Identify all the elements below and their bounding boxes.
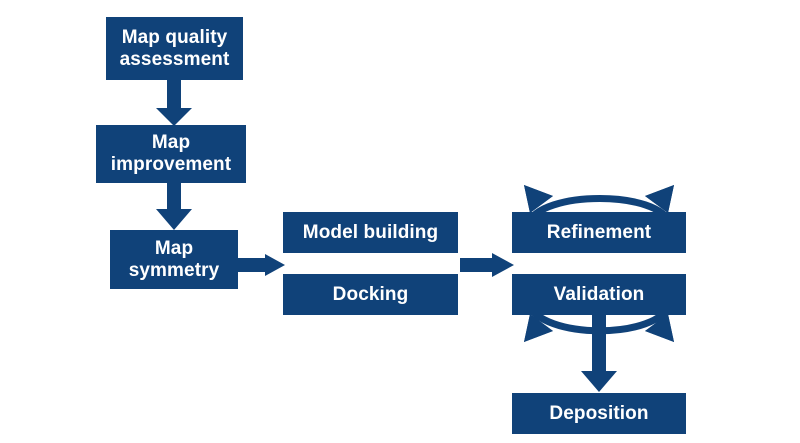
arrow-model-docking-to-refine-validate — [460, 253, 514, 277]
node-docking[interactable]: Docking — [283, 274, 458, 315]
node-label: Deposition — [549, 402, 649, 424]
node-label: Map symmetry — [128, 237, 220, 281]
node-label: Validation — [553, 283, 645, 305]
node-model-building[interactable]: Model building — [283, 212, 458, 253]
arrow-map-quality-to-map-improvement — [156, 80, 192, 126]
node-label: Map quality assessment — [119, 26, 230, 70]
node-label: Docking — [332, 283, 409, 305]
node-map-improvement[interactable]: Map improvement — [96, 125, 246, 183]
arrow-map-symmetry-to-model-docking — [238, 254, 285, 276]
node-map-quality-assessment[interactable]: Map quality assessment — [106, 17, 243, 80]
node-map-symmetry[interactable]: Map symmetry — [110, 230, 238, 289]
node-validation[interactable]: Validation — [512, 274, 686, 315]
node-label: Model building — [302, 221, 439, 243]
arrow-map-improvement-to-map-symmetry — [156, 183, 192, 230]
node-refinement[interactable]: Refinement — [512, 212, 686, 253]
node-label: Map improvement — [110, 132, 232, 175]
node-label: Refinement — [546, 221, 652, 243]
node-deposition[interactable]: Deposition — [512, 393, 686, 434]
